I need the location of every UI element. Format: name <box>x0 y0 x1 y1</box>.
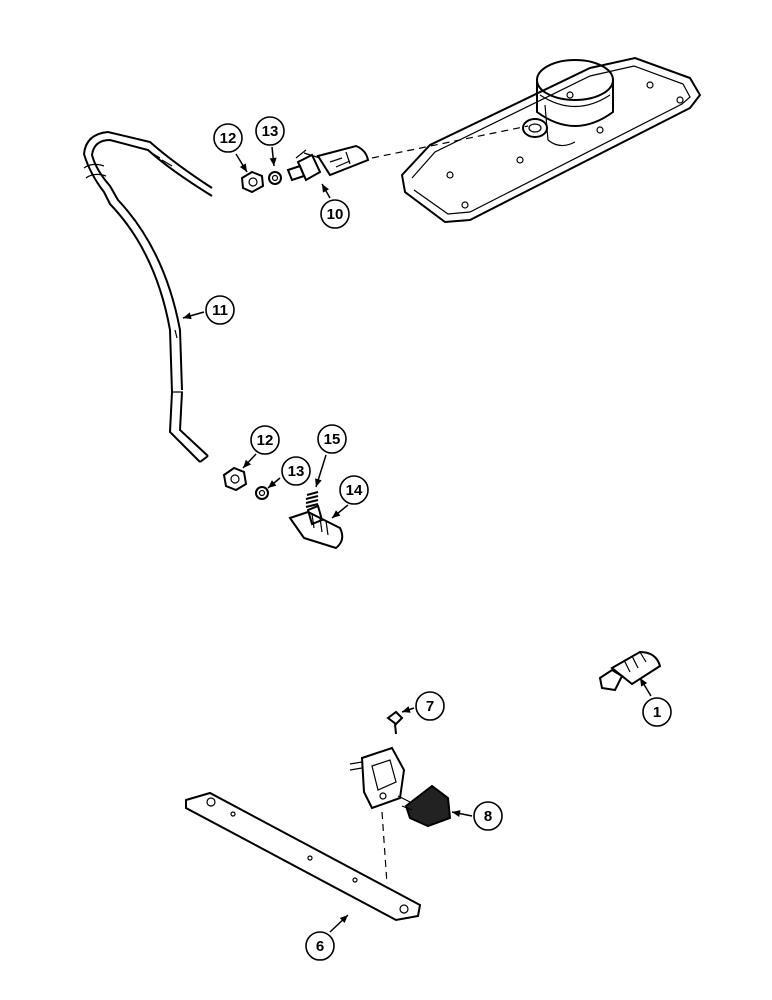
callout-label: 12 <box>220 130 237 147</box>
screw <box>386 710 404 735</box>
lower-sleeve <box>255 486 269 500</box>
spring <box>305 491 319 508</box>
callout-circle <box>255 116 285 146</box>
callout-arrowhead <box>268 480 277 488</box>
callout-c13a: 13 <box>255 116 285 167</box>
callout-circle <box>415 691 445 721</box>
callout-c13b: 13 <box>267 456 311 489</box>
callout-arrowhead <box>183 312 192 320</box>
callout-label: 14 <box>346 482 363 499</box>
callout-arrowhead <box>452 810 461 818</box>
alignment-line-lower <box>381 811 388 885</box>
callout-circle <box>213 123 243 153</box>
callout-c7: 7 <box>401 691 445 721</box>
pressure-switch <box>598 650 662 692</box>
callout-label: 12 <box>257 432 274 449</box>
lower-nut <box>222 466 248 492</box>
tube <box>82 130 213 463</box>
housing-plate <box>400 56 702 224</box>
callout-circle <box>317 424 347 454</box>
callout-c11: 11 <box>182 295 235 325</box>
callout-label: 13 <box>262 123 279 140</box>
callout-circle <box>642 697 672 727</box>
upper-sleeve <box>268 171 282 185</box>
sensor-fitting <box>286 144 370 182</box>
callout-arrowhead <box>315 478 322 487</box>
callout-arrowhead <box>269 157 277 166</box>
callout-c15: 15 <box>315 424 347 488</box>
callout-arrowhead <box>402 706 411 713</box>
callout-arrowhead <box>322 184 330 193</box>
callout-circle <box>320 199 350 229</box>
callout-circle <box>473 801 503 831</box>
callout-label: 13 <box>288 463 305 480</box>
upper-nut <box>240 170 265 194</box>
mounting-strap <box>185 791 422 922</box>
callouts: 12 13 10 11 12 15 13 14 1 7 8 6 <box>182 116 672 961</box>
callout-arrowhead <box>239 163 247 172</box>
callout-label: 10 <box>327 206 344 223</box>
callout-arrowhead <box>332 510 341 518</box>
callout-circle <box>305 931 335 961</box>
callout-arrowhead <box>339 915 348 924</box>
callout-label: 1 <box>653 704 661 721</box>
relay-bracket <box>349 746 406 810</box>
callout-circle <box>339 475 369 505</box>
callout-c14: 14 <box>331 475 369 519</box>
callout-label: 7 <box>426 698 434 715</box>
callout-c10: 10 <box>320 183 350 229</box>
callout-circle <box>281 456 311 486</box>
callout-label: 8 <box>484 808 492 825</box>
callout-arrowhead <box>243 459 252 468</box>
callout-c12b: 12 <box>242 425 280 469</box>
callout-c12a: 12 <box>213 123 248 173</box>
relay <box>397 784 452 828</box>
callout-label: 15 <box>324 431 341 448</box>
callout-c1: 1 <box>639 677 672 727</box>
callout-c8: 8 <box>451 801 503 831</box>
callout-c6: 6 <box>305 914 349 961</box>
callout-label: 6 <box>316 938 324 955</box>
callout-circle <box>250 425 280 455</box>
callout-label: 11 <box>212 302 228 319</box>
callout-circle <box>205 295 235 325</box>
callout-arrowhead <box>640 678 648 687</box>
alignment-line-upper <box>371 125 529 159</box>
lower-fitting <box>288 504 344 550</box>
